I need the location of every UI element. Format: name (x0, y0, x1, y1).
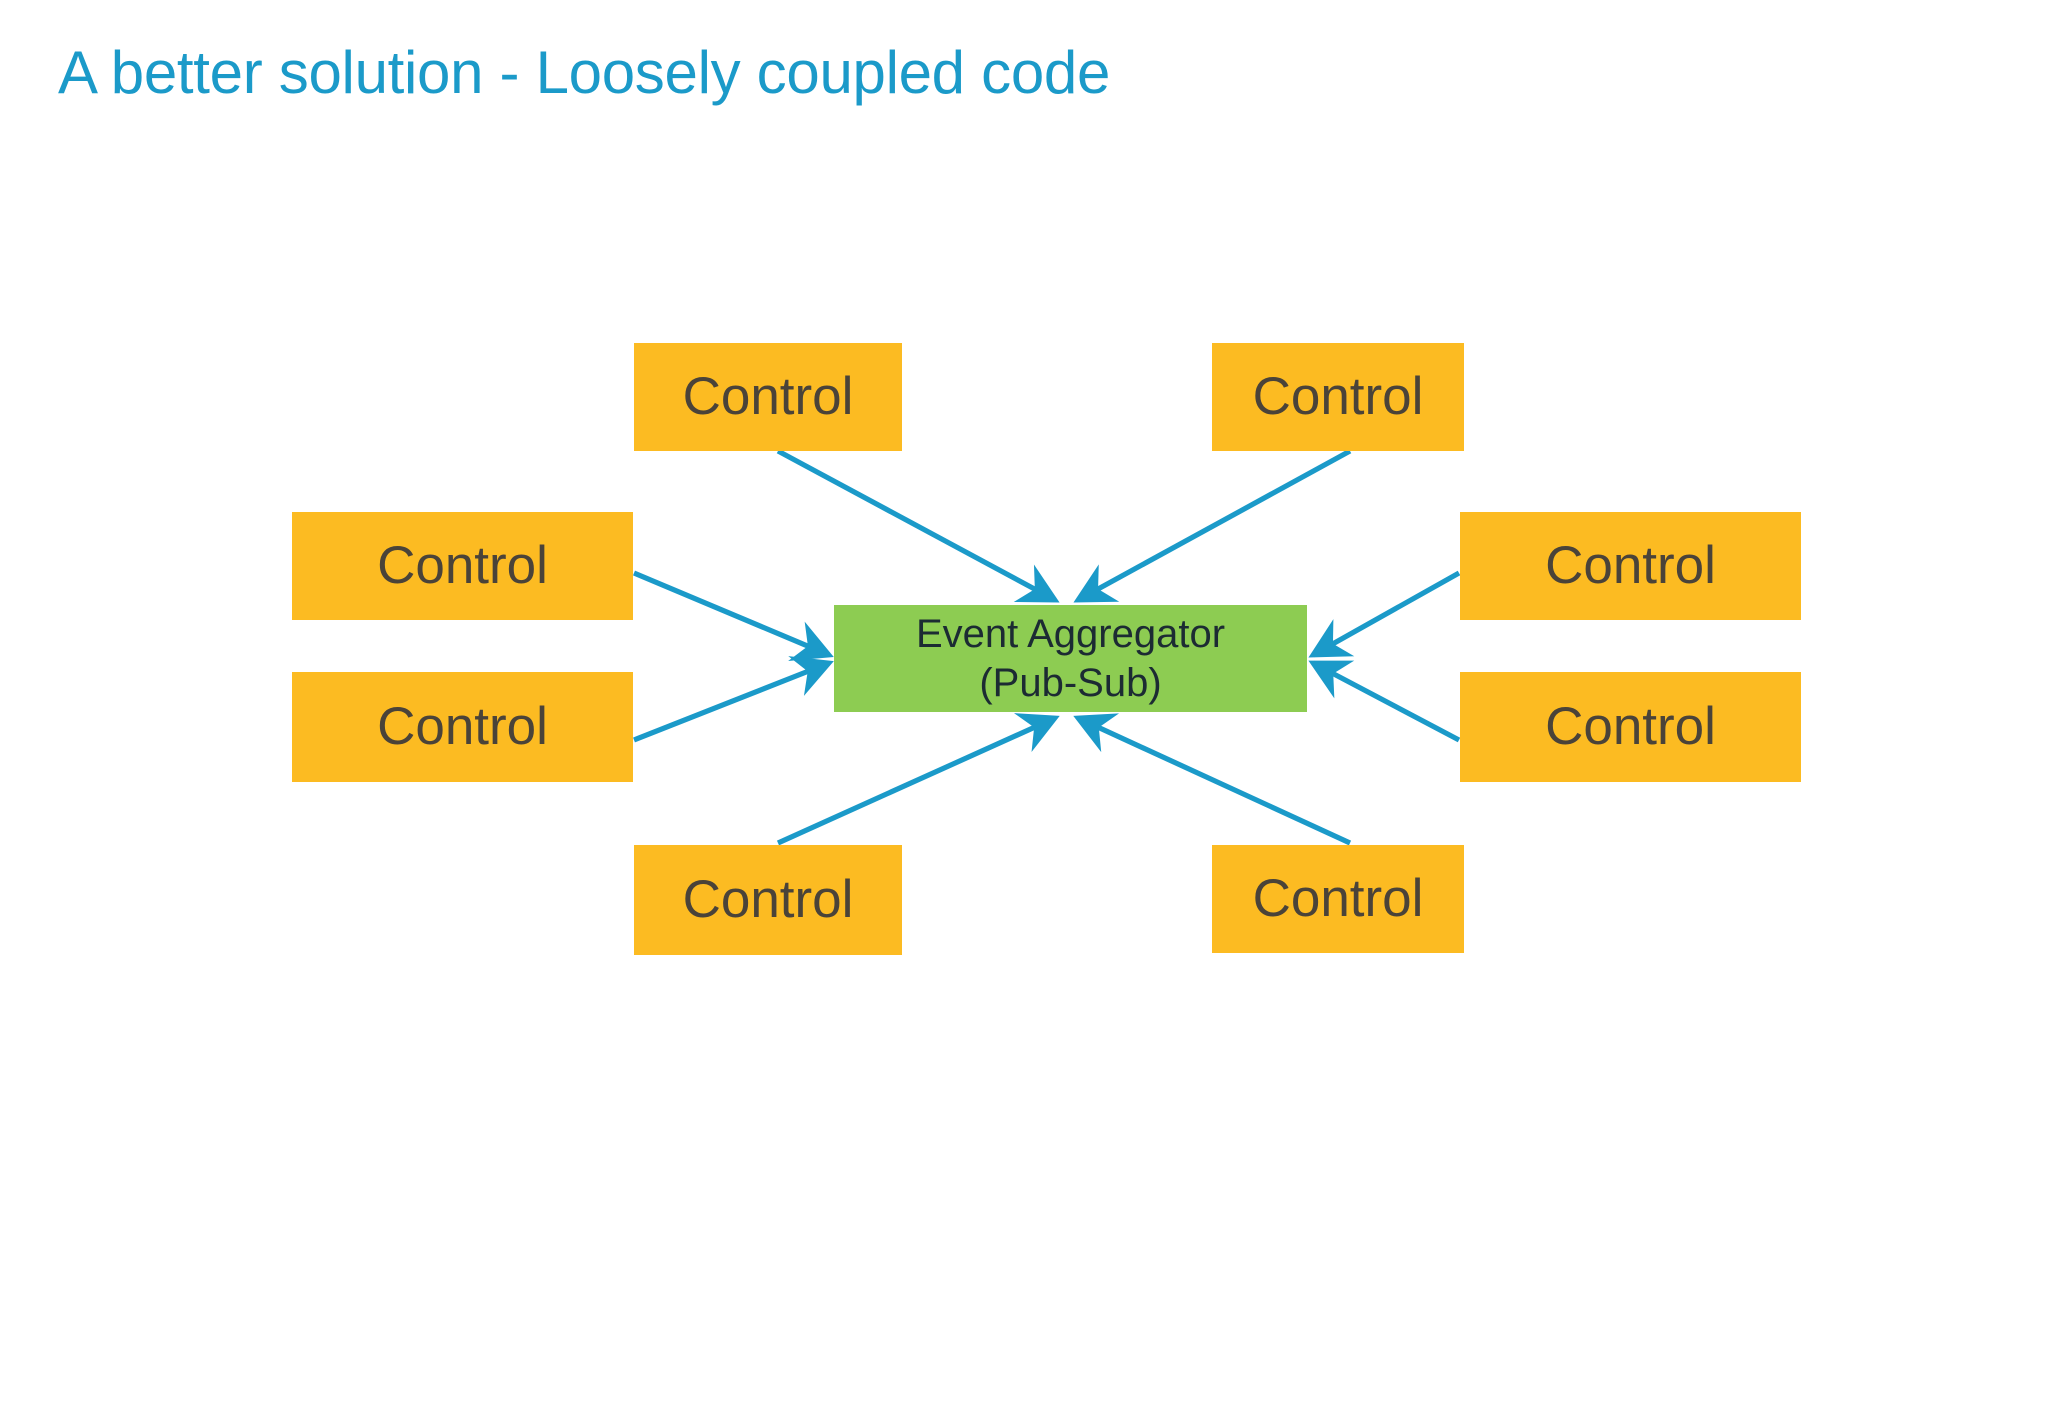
control-node-label: Control (682, 870, 854, 930)
control-node-label: Control (1252, 869, 1424, 929)
connector-top-right (1073, 448, 1352, 603)
connector-left-upper (632, 570, 834, 661)
event-aggregator-node[interactable]: Event Aggregator (Pub-Sub) (834, 605, 1307, 712)
connector-right-upper (1308, 570, 1461, 658)
control-node-left-lower[interactable]: Control (292, 672, 633, 782)
control-node-label: Control (1252, 367, 1424, 427)
connector-right-lower (1308, 660, 1461, 743)
control-node-bottom-right[interactable]: Control (1212, 845, 1464, 953)
event-aggregator-label-line1: Event Aggregator (915, 611, 1226, 656)
control-node-label: Control (377, 536, 548, 596)
control-node-left-upper[interactable]: Control (292, 512, 633, 620)
control-node-label: Control (1545, 697, 1716, 757)
control-node-label: Control (377, 697, 548, 757)
page-title: A better solution - Loosely coupled code (58, 39, 1111, 106)
connector-bottom-left (776, 713, 1060, 846)
connector-bottom-right (1073, 713, 1352, 846)
control-node-bottom-left[interactable]: Control (634, 845, 902, 955)
control-node-label: Control (1545, 536, 1716, 596)
connector-top-left (776, 448, 1060, 603)
control-node-right-upper[interactable]: Control (1460, 512, 1801, 620)
control-node-label: Control (682, 367, 854, 427)
event-aggregator-label-group: Event Aggregator (Pub-Sub) (916, 610, 1225, 708)
connector-left-lower (633, 656, 834, 743)
control-node-top-right[interactable]: Control (1212, 343, 1464, 451)
event-aggregator-label-line2: (Pub-Sub) (979, 660, 1162, 705)
control-node-right-lower[interactable]: Control (1460, 672, 1801, 782)
control-node-top-left[interactable]: Control (634, 343, 902, 451)
